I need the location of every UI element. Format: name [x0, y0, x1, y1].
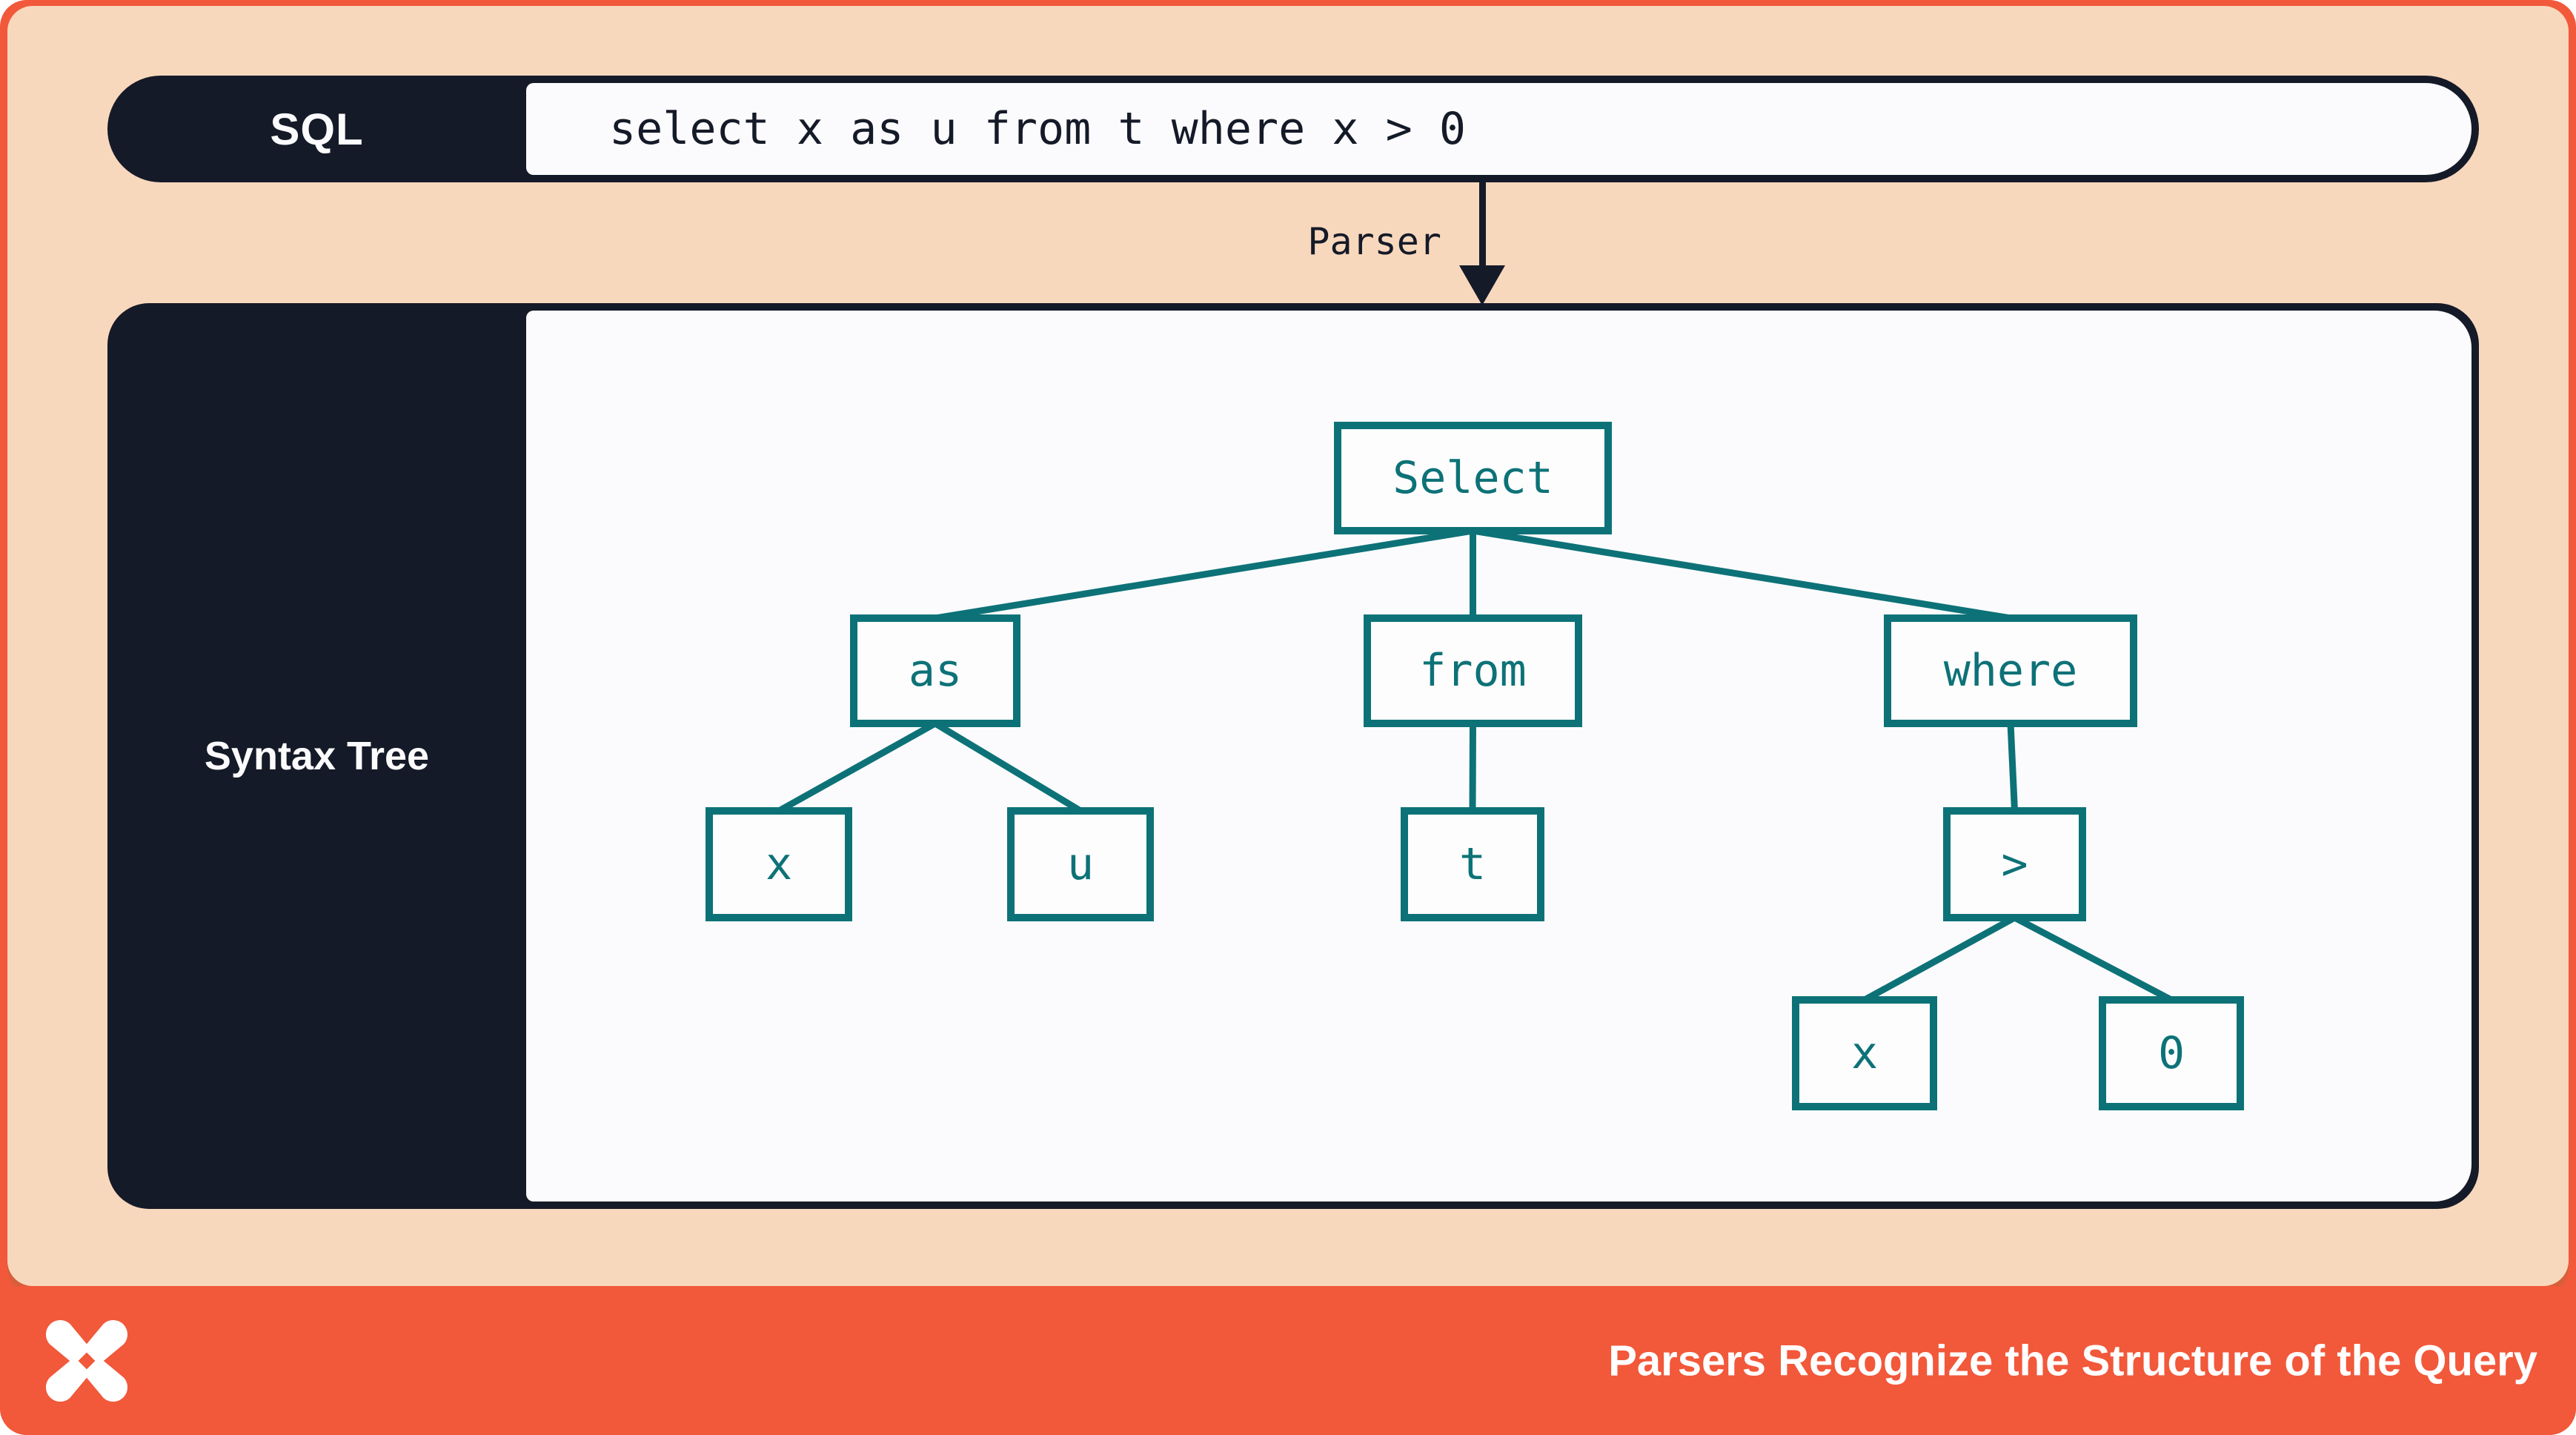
syntax-tree-label: Syntax Tree — [204, 734, 430, 778]
footer-title: Parsers Recognize the Structure of the Q… — [1608, 1336, 2537, 1385]
sql-bar-label: SQL — [270, 104, 364, 154]
tree-edge-select-where — [1472, 527, 2011, 622]
tree-node-from: from — [1364, 614, 1582, 727]
tree-node-select: Select — [1334, 422, 1612, 534]
tree-node-u: u — [1007, 807, 1154, 921]
tree-node-t: t — [1401, 807, 1544, 921]
sql-query-box: select x as u from t where x > 0 — [526, 83, 2472, 175]
tree-edge-where-gt — [2007, 723, 2018, 812]
sql-bar: SQL select x as u from t where x > 0 — [107, 76, 2479, 182]
tree-edges — [777, 527, 2174, 1003]
tree-node-x2: x — [1792, 996, 1937, 1110]
tree-node-x1: x — [706, 807, 852, 921]
parser-arrow-head-icon — [1459, 265, 1505, 305]
tree-node-where: where — [1884, 614, 2137, 727]
tree-edge-gt-zero — [2013, 915, 2174, 1003]
parser-arrow-label: Parser — [1307, 220, 1441, 263]
tree-edge-as-u — [933, 720, 1083, 814]
tree-node-zero: 0 — [2099, 996, 2244, 1110]
footer-bar: Parsers Recognize the Structure of the Q… — [0, 1286, 2576, 1435]
tree-edge-select-as — [935, 527, 1474, 622]
sql-query-text: select x as u from t where x > 0 — [609, 103, 1466, 155]
tree-node-gt: > — [1943, 807, 2086, 921]
parser-arrow-line — [1479, 182, 1486, 268]
four-point-star-logo-icon — [45, 1319, 128, 1402]
tree-edge-gt-x2 — [1862, 915, 2016, 1003]
tree-edge-as-x1 — [777, 720, 937, 814]
tree-node-as: as — [850, 614, 1020, 727]
